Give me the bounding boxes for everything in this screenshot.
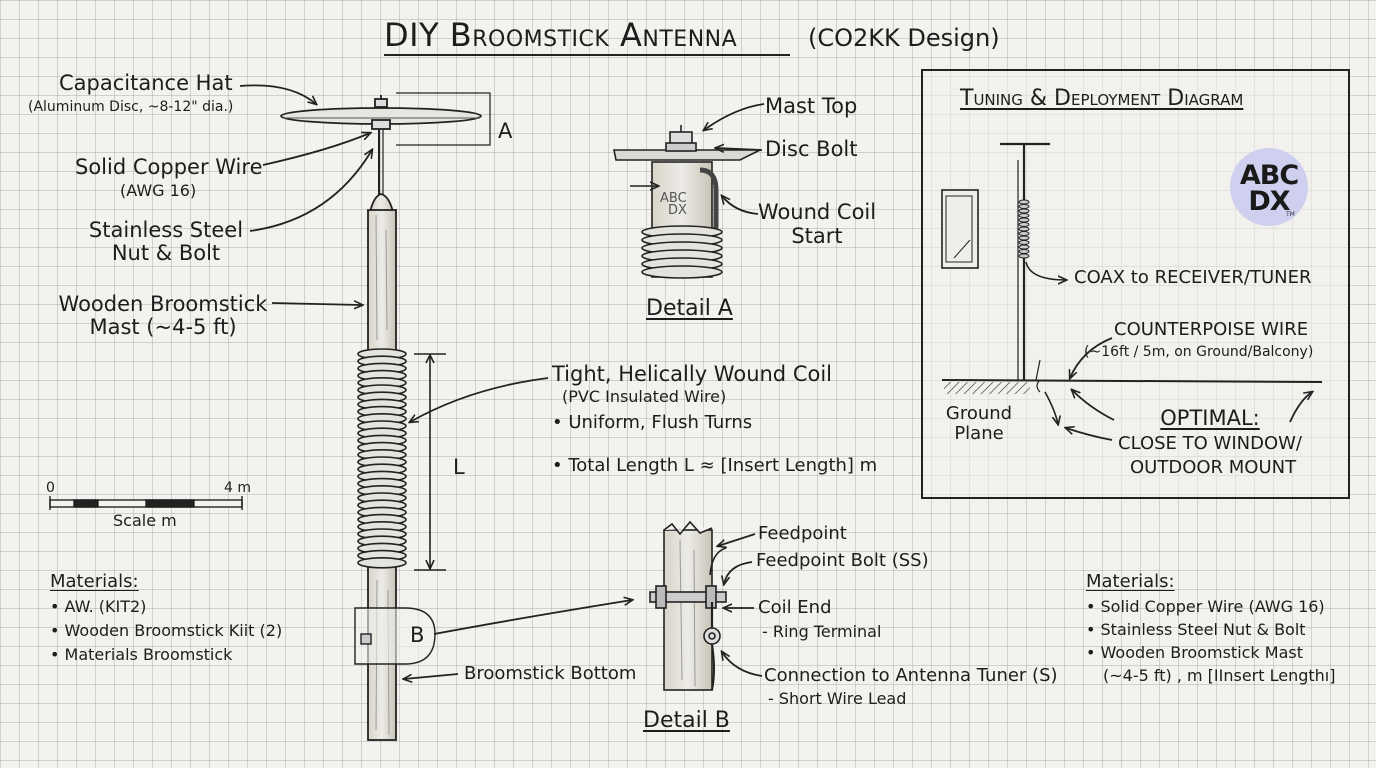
scale-bar	[49, 496, 243, 510]
tuning-coil	[1018, 199, 1030, 259]
tuning-arrows	[1066, 337, 1312, 441]
label-counterpoise: COUNTERPOISE WIRE	[1114, 319, 1309, 340]
detail-b-title: Detail B	[643, 708, 730, 733]
label-counterpoise-sub: (~16ft / 5m, on Ground/Balcony)	[1084, 344, 1314, 360]
helical-coil	[357, 348, 407, 569]
label-coil-bullet-1: • Uniform, Flush Turns	[552, 412, 753, 433]
materials-right-item: • Wooden Broomstick Mast	[1086, 643, 1303, 662]
tuning-coil-turn	[1018, 240, 1030, 245]
label-optimal: OPTIMAL:	[1160, 406, 1260, 430]
label-window-2: OUTDOOR MOUNT	[1130, 457, 1297, 478]
dimension-l	[414, 353, 446, 571]
label-copper-wire: Solid Copper Wire	[75, 155, 263, 179]
tuning-coil-turn	[1018, 217, 1030, 223]
logo-line-1: ABC	[1239, 160, 1299, 191]
label-coil-start-1: Wound Coil	[757, 200, 877, 224]
label-mast-2: Mast (~4-5 ft)	[89, 315, 237, 339]
tuning-coil-turn	[1018, 213, 1030, 218]
logo-line-2: DX	[1248, 186, 1290, 217]
label-feedpoint: Feedpoint	[758, 523, 847, 544]
label-coil-start-2: Start	[791, 224, 843, 248]
label-capacitance-hat: Capacitance Hat	[59, 71, 233, 95]
detail-a-coil	[641, 225, 723, 279]
tuning-coil-turn	[1018, 226, 1030, 232]
label-ground-2: Plane	[954, 423, 1004, 444]
detail-a-watermark-1: ABC	[660, 191, 687, 206]
materials-right-item: (~4-5 ft) , m [IInsert Lengthı]	[1103, 666, 1336, 685]
materials-right-title: Materials:	[1086, 571, 1175, 592]
tuning-coil-turn	[1018, 244, 1030, 250]
tuning-drawing	[941, 142, 1323, 424]
tuning-coil-turn	[1018, 199, 1030, 205]
label-steel-2: Nut & Bolt	[111, 241, 221, 265]
materials-right-item: • Solid Copper Wire (AWG 16)	[1086, 597, 1325, 616]
page-subtitle: (CO2KK Design)	[808, 24, 1000, 52]
scale-end: 4 m	[224, 480, 251, 496]
tuning-coil-turn	[1018, 235, 1030, 241]
label-mast-top: Mast Top	[765, 94, 858, 118]
logo-tm: TM	[1286, 211, 1295, 218]
label-coax: COAX to RECEIVER/TUNER	[1074, 267, 1312, 288]
detail-a-coil-turn	[641, 265, 723, 279]
label-disc-bolt: Disc Bolt	[765, 137, 858, 161]
abcdx-logo: ABC DX TM	[1230, 148, 1308, 226]
tuning-coil-turn	[1018, 253, 1030, 259]
tuning-title: Tuning & Deployment Diagram	[960, 86, 1244, 111]
tuning-coil-turn	[1018, 231, 1030, 236]
label-ring-terminal: - Ring Terminal	[762, 622, 882, 641]
marker-l: L	[453, 455, 465, 479]
tuning-coil-turn	[1018, 204, 1030, 209]
detail-a-watermark-2: DX	[668, 203, 687, 218]
tuning-coil-turn	[1018, 249, 1030, 254]
tuning-panel-border	[921, 69, 1350, 499]
label-coil-sub: (PVC Insulated Wire)	[562, 387, 727, 406]
scale-label: Scale m	[113, 511, 177, 530]
materials-left-title: Materials:	[50, 571, 139, 592]
detail-b-arrows	[718, 533, 763, 677]
materials-left-item: • Materials Broomstick	[50, 645, 233, 664]
marker-a: A	[498, 119, 513, 143]
label-short-lead: - Short Wire Lead	[768, 689, 907, 708]
detail-b-drawing	[649, 520, 727, 691]
label-steel-1: Stainless Steel	[88, 218, 244, 242]
mast-top-taper	[369, 193, 394, 213]
label-copper-wire-sub: (AWG 16)	[120, 181, 197, 200]
label-capacitance-hat-sub: (Aluminum Disc, ~8-12" dia.)	[28, 99, 234, 115]
marker-b: B	[410, 623, 425, 647]
materials-right-item: • Stainless Steel Nut & Bolt	[1086, 620, 1306, 639]
detail-a-arrows	[704, 103, 765, 215]
leader-arrows	[239, 84, 632, 679]
label-ground-1: Ground	[945, 403, 1013, 424]
materials-left-item: • AW. (KIT2)	[50, 597, 147, 616]
detail-a-title: Detail A	[646, 296, 733, 321]
label-coil-title: Tight, Helically Wound Coil	[552, 362, 832, 386]
label-window-1: CLOSE TO WINDOW/	[1118, 433, 1302, 454]
scale-start: 0	[46, 480, 55, 496]
label-coil-bullet-2: • Total Length L ≈ [Insert Length] m	[552, 455, 878, 476]
tuning-coil-turn	[1018, 222, 1030, 227]
label-tuner-connection: Connection to Antenna Tuner (S)	[764, 665, 1058, 686]
label-broomstick-bottom: Broomstick Bottom	[464, 663, 637, 684]
label-coil-end: Coil End	[758, 597, 832, 618]
coil-turn	[357, 556, 407, 569]
tuning-coil-turn	[1018, 208, 1030, 214]
label-mast-1: Wooden Broomstick	[58, 292, 268, 316]
page-title: DIY Broomstick Antenna	[384, 16, 738, 54]
materials-left-item: • Wooden Broomstick Kiit (2)	[50, 621, 283, 640]
label-feedpoint-bolt: Feedpoint Bolt (SS)	[756, 550, 929, 571]
detail-a-marker-box	[396, 92, 491, 146]
